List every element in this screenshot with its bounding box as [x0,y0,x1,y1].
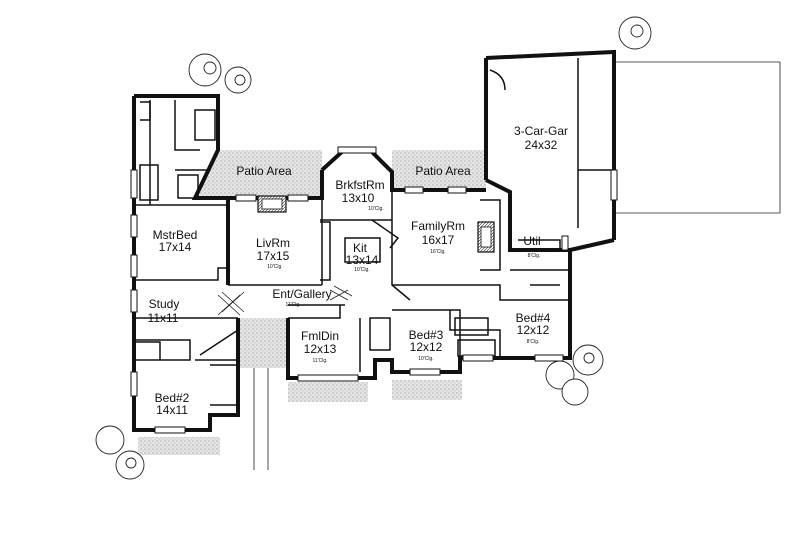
driveway [615,61,781,214]
bed2-size: 14x11 [156,403,188,417]
dining-clg: 11'Clg. [312,358,327,364]
study-size: 11x11 [148,311,179,325]
living-name: LivRm [256,236,290,250]
tree-bottom-right [545,344,604,406]
patio-left-name: Patio Area [236,164,292,178]
exterior-walls [132,94,615,432]
bed3-name: Bed#3 [409,328,444,342]
family-clg: 16'Clg. [430,249,445,255]
tree-top-left [188,53,252,94]
patio-area-right [392,150,486,190]
tree-bottom-left [95,425,145,480]
patio-right-name: Patio Area [415,164,471,178]
breakfast-size: 13x10 [342,191,375,205]
family-size: 16x17 [422,233,455,247]
tree-top-right [618,16,652,50]
dining-name: FmlDin [301,329,339,343]
bed4-name: Bed#4 [516,311,551,325]
interior-walls [134,100,570,406]
kitchen-name: Kit [353,241,368,255]
family-name: FamilyRm [411,219,465,233]
breakfast-name: BrkfstRm [335,178,384,192]
gallery-name: Ent/Gallery [272,287,331,301]
gallery-clg: 11'Clg. [285,302,300,308]
master-name: MstrBed [153,228,198,242]
front-walkway [138,318,462,470]
bed4-clg: 8'Clg. [527,339,540,345]
bed3-clg: 10'Clg. [418,356,433,362]
living-clg: 10'Clg. [267,264,282,270]
breakfast-clg: 10'Clg. [368,206,383,212]
utility-clg: 8'Clg. [528,253,541,259]
room-labels: 3-Car-Gar 24x32 Patio Area Patio Area Br… [148,124,568,417]
patio-area-left [195,150,322,198]
master-size: 17x14 [159,240,192,254]
kitchen-island [344,219,400,263]
fireplace-living [257,195,287,213]
kitchen-clg: 10'Clg. [354,267,369,273]
foyer-tile [217,285,353,316]
living-size: 17x15 [257,249,290,263]
windows [130,146,618,434]
fireplace-family [477,221,495,253]
bed3-size: 12x12 [410,340,443,354]
garage-name: 3-Car-Gar [514,124,568,138]
dining-size: 12x13 [304,342,337,356]
bed4-size: 12x12 [517,323,550,337]
utility-name: Util [523,234,540,248]
bed2-name: Bed#2 [155,391,190,405]
study-name: Study [149,297,180,311]
kitchen-size: 13x14 [346,253,379,267]
garage-size: 24x32 [525,138,558,152]
